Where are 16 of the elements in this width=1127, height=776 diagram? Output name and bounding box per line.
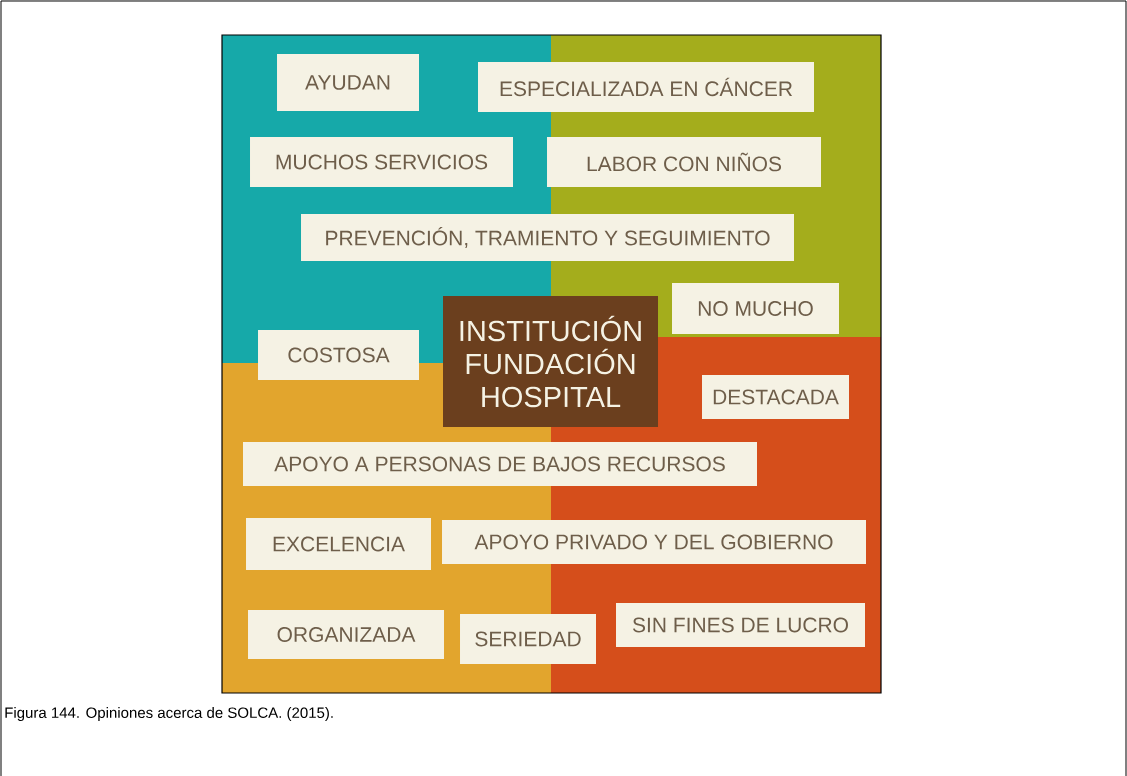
opinion-box: AYUDAN [277, 54, 419, 111]
opinion-box: SIN FINES DE LUCRO [616, 603, 865, 647]
opinion-box: APOYO PRIVADO Y DEL GOBIERNO [442, 520, 866, 564]
caption: Figura 144. Opiniones acerca de SOLCA. (2015). [5, 707, 333, 721]
opinion-box: PREVENCIÓN, TRAMIENTO Y SEGUIMIENTO [301, 214, 794, 261]
opinion-box: ESPECIALIZADA EN CÁNCER [478, 62, 814, 112]
opinion-box: SERIEDAD [460, 614, 596, 664]
opinion-box: MUCHOS SERVICIOS [250, 137, 513, 187]
center-box: INSTITUCIÓN FUNDACIÓN HOSPITAL [443, 296, 658, 427]
opinion-box: APOYO A PERSONAS DE BAJOS RECURSOS [243, 442, 757, 486]
opinion-box: COSTOSA [258, 330, 419, 380]
opinion-box: LABOR CON NIÑOS [547, 137, 821, 187]
opinion-box: EXCELENCIA [246, 518, 431, 570]
opinion-box: DESTACADA [702, 375, 849, 419]
opinion-box: NO MUCHO [672, 283, 839, 334]
opinion-box: ORGANIZADA [248, 610, 444, 659]
